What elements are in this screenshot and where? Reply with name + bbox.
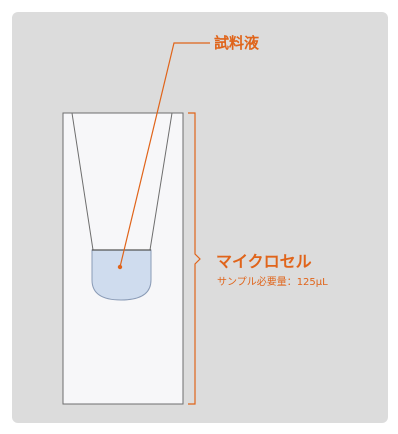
cell-bracket	[188, 112, 201, 405]
micro-cell-label: マイクロセル	[216, 252, 312, 271]
sample-solution-label: 試料液	[214, 34, 260, 52]
sample-leader-dot	[117, 264, 123, 270]
sample-leader-line	[119, 42, 210, 268]
sample-volume-label: サンプル必要量：125μL	[217, 277, 328, 288]
sample-liquid	[91, 249, 152, 301]
